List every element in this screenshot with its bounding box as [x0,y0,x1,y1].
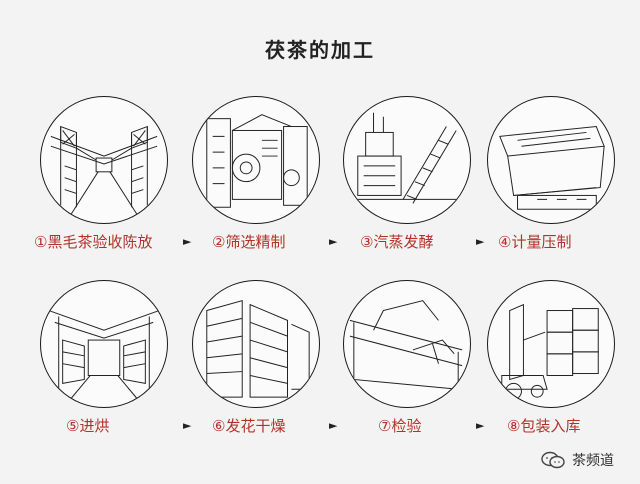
arrow-right-icon: ► [476,235,485,248]
step-7-label: ⑦检验 [378,417,422,435]
watermark: 茶频道 [540,450,614,470]
arrow-right-icon: ► [329,235,338,248]
sieving-machine-icon [206,114,308,208]
arrow-right-icon: ► [329,419,338,432]
step-1-illustration [40,96,168,224]
factory-hall-icon [50,125,158,216]
step-5-illustration [40,280,168,408]
arrow-right-icon: ► [476,419,485,432]
inspection-icon [349,300,463,390]
forklift-storage-icon [501,303,599,400]
step-3-illustration [343,96,471,224]
step-2-illustration [192,96,320,224]
step-4-illustration [487,96,615,224]
step-8-label: ⑧包装入库 [507,417,581,435]
step-7-illustration [343,280,471,408]
arrow-right-icon: ► [183,419,192,432]
steamer-conveyor-icon [353,112,461,204]
step-2-label: ②筛选精制 [212,233,286,251]
rack-drying-icon [206,300,310,398]
step-1-label: ①黑毛茶验收陈放 [34,233,153,251]
arrow-right-icon: ► [183,235,192,248]
step-3-label: ③汽蒸发酵 [360,233,434,251]
step-4-label: ④计量压制 [498,233,572,251]
step-5-label: ⑤进烘 [66,417,110,435]
drying-warehouse-icon [48,310,160,400]
page-title: 茯茶的加工 [265,38,375,62]
weighing-press-icon [499,126,605,210]
watermark-text: 茶频道 [572,453,614,469]
step-6-label: ⑥发花干燥 [212,417,286,435]
step-8-illustration [487,280,615,408]
step-6-illustration [192,280,320,408]
wechat-icon [541,451,565,469]
